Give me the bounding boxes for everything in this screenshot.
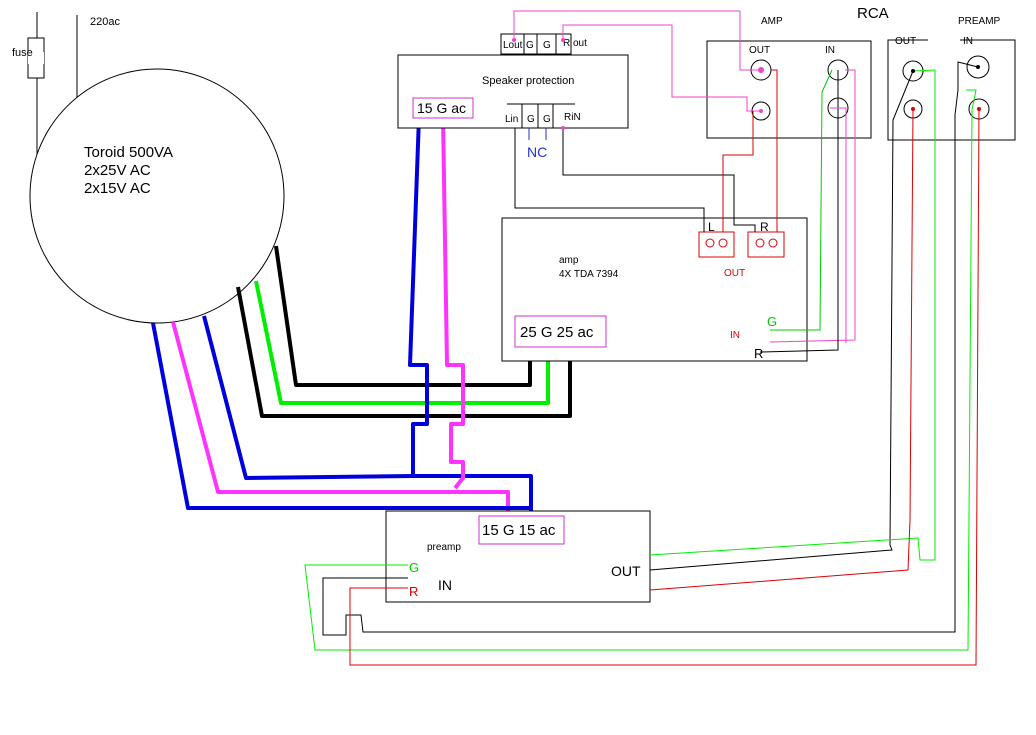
amp-term-l-label: L bbox=[708, 220, 715, 234]
transformer-name: Toroid 500VA bbox=[84, 144, 173, 161]
preamp-in-g-label: G bbox=[409, 560, 419, 575]
preamp-rca-panel: PREAMP OUT IN bbox=[887, 16, 1016, 141]
amp-board: amp 4X TDA 7394 25 G 25 ac OUT IN L R G … bbox=[501, 217, 808, 362]
wire-black-1 bbox=[274, 245, 532, 387]
rca-title: RCA bbox=[857, 5, 889, 22]
preamp-rca-out-label: OUT bbox=[895, 36, 916, 47]
amp-rca-title: AMP bbox=[761, 16, 783, 27]
amp-supply-box bbox=[514, 315, 607, 348]
amp-supply-label: 25 G 25 ac bbox=[520, 324, 594, 341]
amp-rca-in-label: IN bbox=[825, 45, 835, 56]
amp-chip-label: 4X TDA 7394 bbox=[559, 269, 619, 280]
sp-rin-label: RiN bbox=[564, 112, 581, 123]
sp-supply-label: 15 G ac bbox=[417, 100, 466, 116]
amp-out-r-terminal bbox=[747, 231, 785, 258]
preamp-supply-box bbox=[478, 515, 565, 545]
amp-in-g-label: G bbox=[767, 314, 777, 329]
preamp-rca-in-label: IN bbox=[963, 36, 973, 47]
mains-section: fuse 220ac bbox=[12, 12, 120, 160]
amp-in-r-label: R bbox=[754, 346, 763, 361]
wire-magenta-1 bbox=[171, 321, 510, 520]
preamp-title: preamp bbox=[427, 542, 461, 553]
amp-out-label: OUT bbox=[724, 268, 745, 279]
amp-term-r-label: R bbox=[760, 220, 769, 234]
wire-green-1 bbox=[254, 280, 550, 405]
speaker-protection-board: Speaker protection 15 G ac Lout G G R ou… bbox=[397, 33, 629, 160]
mains-label: 220ac bbox=[90, 16, 120, 28]
sp-in-g1-label: G bbox=[527, 114, 535, 125]
amp-out-l-terminal bbox=[698, 231, 735, 258]
toroid-transformer: Toroid 500VA 2x25V AC 2x15V AC bbox=[29, 68, 285, 324]
wire-blue-sp bbox=[408, 116, 533, 520]
signal-wires bbox=[304, 10, 981, 666]
wire-magenta-sp bbox=[441, 116, 465, 490]
preamp-in-r-label: R bbox=[409, 584, 418, 599]
amp-rca-panel: AMP OUT IN bbox=[706, 16, 872, 139]
preamp-out-label: OUT bbox=[611, 563, 641, 579]
preamp-rca-title: PREAMP bbox=[958, 16, 1001, 27]
sp-out-g1-label: G bbox=[526, 40, 534, 51]
wire-blue-2 bbox=[151, 322, 531, 510]
wire-blue-1 bbox=[202, 315, 414, 480]
sp-lout-label: Lout bbox=[503, 40, 523, 51]
sp-output-block bbox=[500, 33, 572, 55]
speaker-protection-title: Speaker protection bbox=[482, 75, 574, 87]
amp-in-label: IN bbox=[730, 330, 740, 341]
fuse-label: fuse bbox=[12, 47, 33, 59]
preamp-board: preamp 15 G 15 ac IN OUT G R bbox=[385, 510, 651, 603]
preamp-in-label: IN bbox=[438, 577, 452, 593]
preamp-supply-label: 15 G 15 ac bbox=[482, 522, 556, 539]
sp-supply-box bbox=[412, 97, 474, 119]
amp-rca-out-label: OUT bbox=[749, 45, 770, 56]
wire-black-2 bbox=[236, 286, 572, 418]
sp-out-g2-label: G bbox=[543, 40, 551, 51]
sp-nc-label: NC bbox=[527, 144, 547, 160]
sp-rout-label: R out bbox=[563, 38, 587, 49]
transformer-rating-25: 2x25V AC bbox=[84, 162, 151, 179]
amp-title: amp bbox=[559, 255, 579, 266]
transformer-rating-15: 2x15V AC bbox=[84, 180, 151, 197]
sp-lin-label: Lin bbox=[505, 114, 518, 125]
sp-in-g2-label: G bbox=[543, 114, 551, 125]
